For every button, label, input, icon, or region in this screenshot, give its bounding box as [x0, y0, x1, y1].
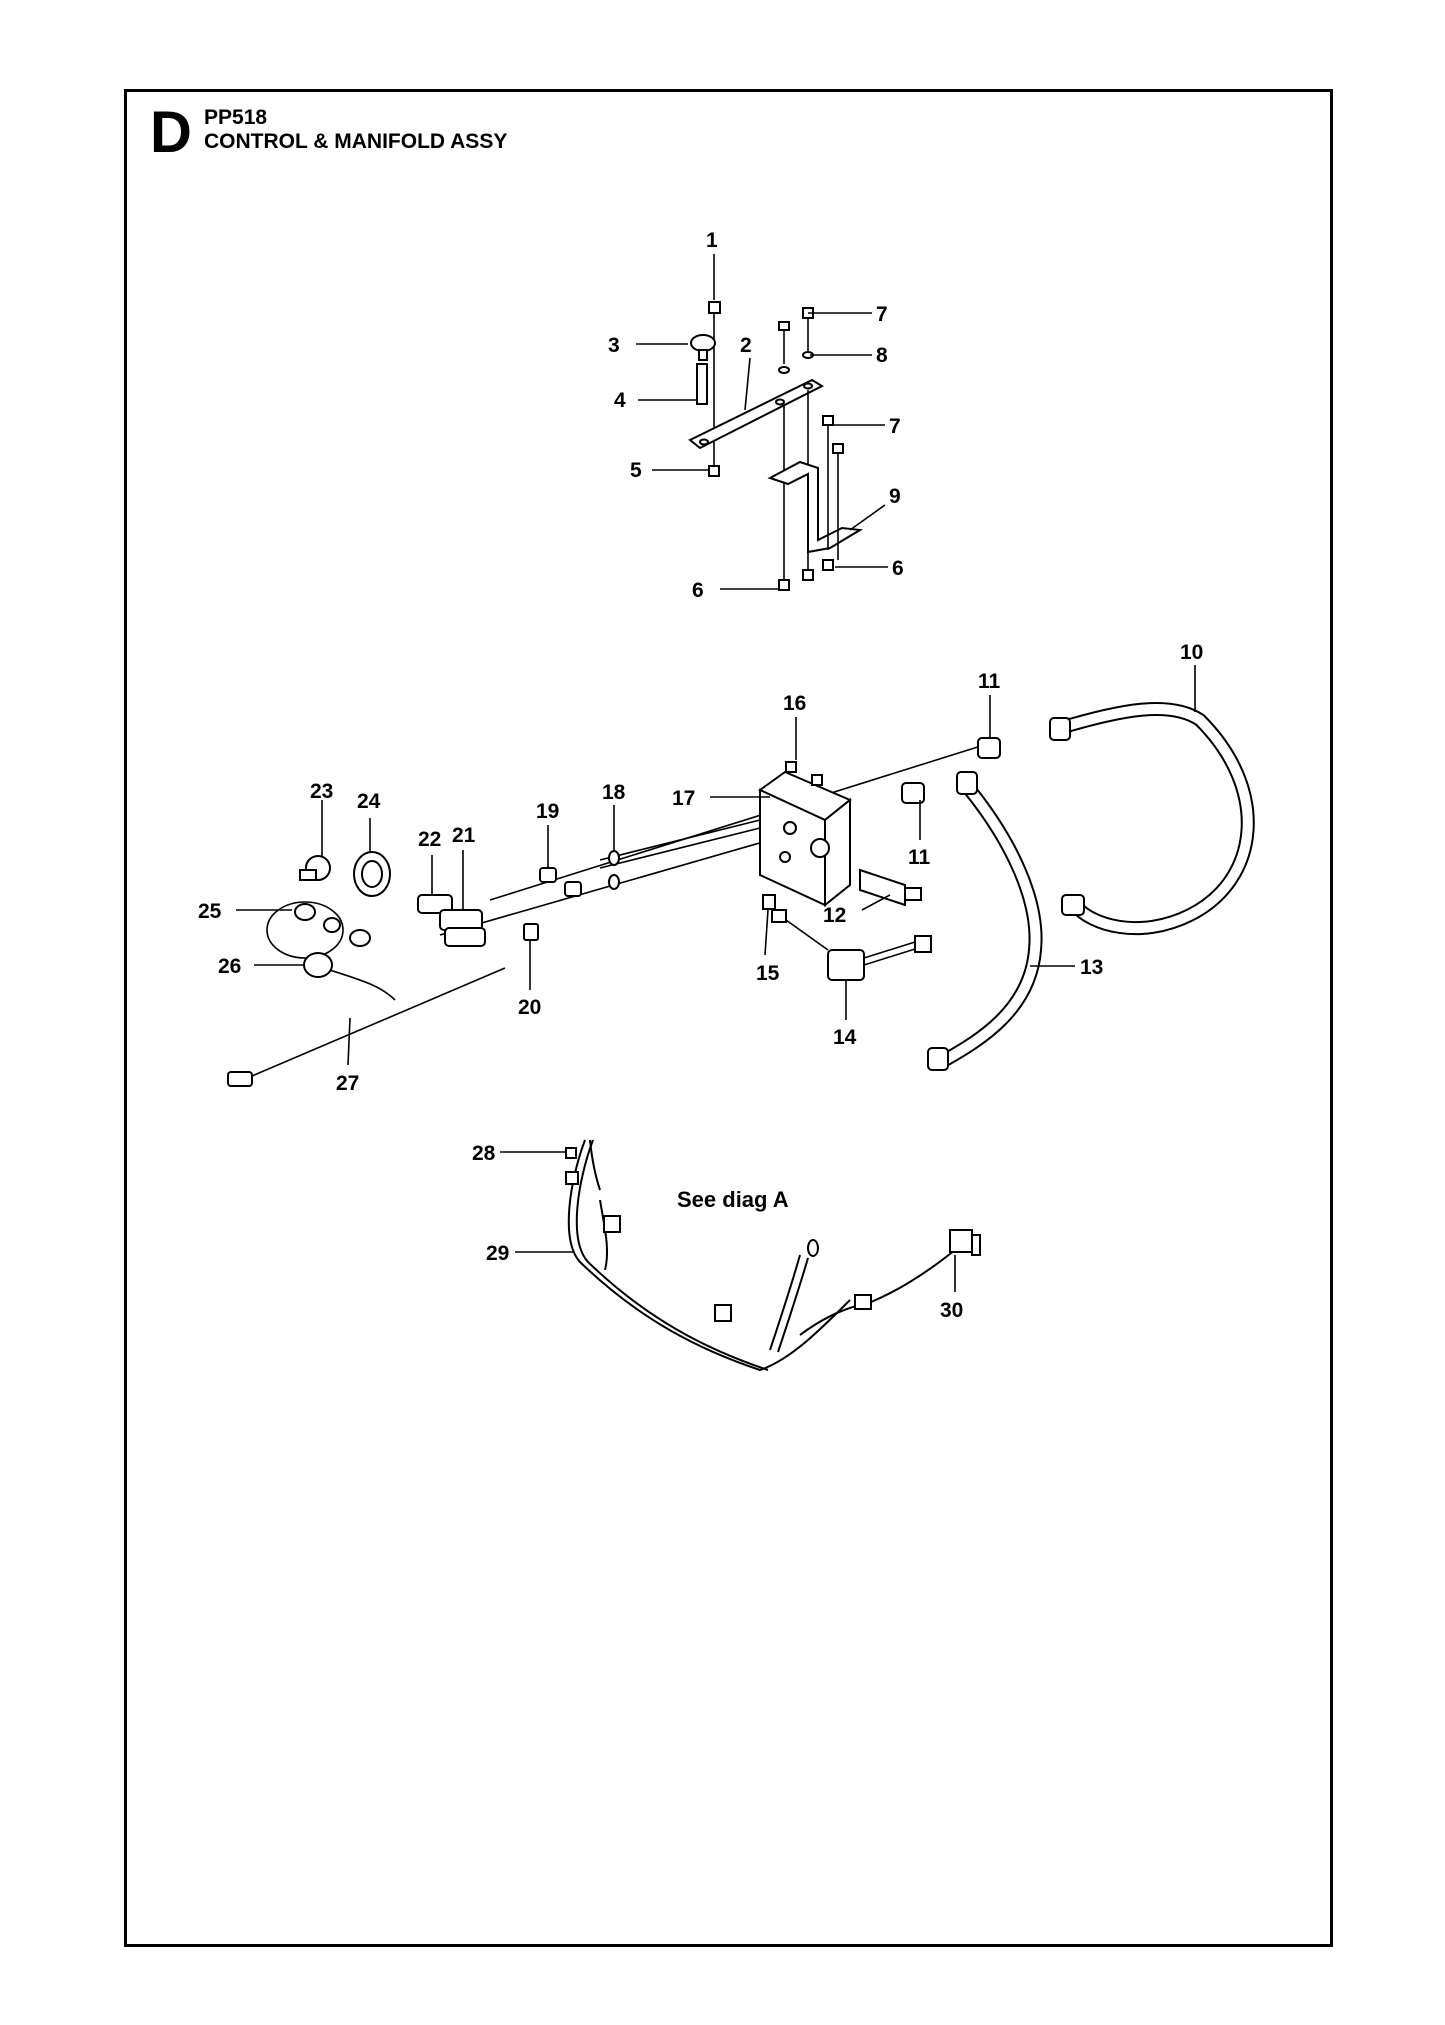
plug-part — [811, 774, 823, 786]
knob-part — [690, 334, 716, 352]
callout: 20 — [518, 996, 541, 1019]
lever-plate — [688, 378, 825, 450]
callout: 17 — [672, 787, 695, 810]
callout: 15 — [756, 962, 780, 985]
callout: 29 — [486, 1242, 509, 1265]
manifold-block-side — [824, 797, 851, 908]
callout: 7 — [876, 303, 888, 326]
callout: 9 — [889, 485, 901, 508]
hose-fitting — [927, 1047, 949, 1071]
callout: 25 — [198, 900, 222, 923]
section-letter: D — [150, 100, 192, 165]
callout: 24 — [357, 790, 381, 813]
mounting-bracket — [767, 460, 864, 554]
see-diagram-note: See diag A — [677, 1187, 789, 1212]
cable-connector — [227, 1071, 253, 1087]
lever-assembly — [688, 301, 864, 591]
callout: 28 — [472, 1142, 496, 1165]
nut-part — [778, 579, 790, 591]
washer-part — [778, 366, 790, 374]
valve-body — [859, 868, 906, 907]
callout: 6 — [692, 579, 704, 602]
bolt-part — [778, 321, 790, 331]
callout: 5 — [630, 459, 642, 482]
wiring-harness — [565, 1139, 981, 1372]
model-code: PP518 — [204, 106, 268, 129]
callout: 22 — [418, 828, 441, 851]
drawing-frame — [124, 89, 1333, 1947]
manifold-assembly — [417, 701, 1255, 1071]
callout: 14 — [833, 1026, 857, 1049]
harness-connector — [603, 1215, 621, 1233]
plug-part — [785, 761, 797, 773]
callout: 26 — [218, 955, 241, 978]
coupler-part — [444, 927, 486, 947]
harness-connector — [854, 1294, 872, 1310]
hose-fitting — [1061, 894, 1085, 916]
callout: 18 — [602, 781, 626, 804]
lanyard-ring — [266, 901, 344, 959]
knob-stem — [698, 349, 708, 361]
callout: 21 — [452, 824, 476, 847]
relay-part — [949, 1229, 973, 1253]
hose-fitting — [956, 771, 978, 795]
fitting-part — [901, 782, 925, 804]
tube-part — [608, 874, 620, 890]
elbow-part — [762, 894, 776, 910]
hose-fitting — [1049, 717, 1071, 741]
nut-part — [708, 465, 720, 477]
coupler-part — [417, 894, 453, 914]
callouts: 1 2 3 4 5 6 7 8 7 9 6 10 11 11 12 13 14 … — [198, 229, 1203, 1322]
solenoid-part — [827, 949, 865, 981]
switch-part — [523, 923, 539, 941]
callout: 3 — [608, 334, 620, 357]
callout: 4 — [614, 389, 626, 412]
callout: 30 — [940, 1299, 963, 1322]
nut-part — [822, 559, 834, 571]
callout: 10 — [1180, 641, 1203, 664]
callout: 12 — [823, 904, 846, 927]
plug-cap — [303, 952, 333, 978]
hose-13 — [938, 783, 1043, 1067]
left-parts — [227, 851, 506, 1087]
callout: 16 — [783, 692, 806, 715]
callout: 13 — [1080, 956, 1103, 979]
assembly-title: CONTROL & MANIFOLD ASSY — [204, 130, 508, 153]
callout: 11 — [978, 670, 1001, 693]
callout: 27 — [336, 1072, 359, 1095]
cable-27 — [244, 967, 506, 1080]
callout: 11 — [908, 846, 931, 869]
callout: 8 — [876, 344, 888, 367]
callout: 6 — [892, 557, 904, 580]
harness-main — [567, 1139, 851, 1372]
terminal-part — [565, 1147, 577, 1159]
tube-part — [608, 850, 620, 866]
fitting-part — [977, 737, 1001, 759]
callout: 7 — [889, 415, 901, 438]
nut-part — [802, 569, 814, 581]
callout: 1 — [706, 229, 718, 252]
callout: 19 — [536, 800, 559, 823]
fitting-part — [564, 881, 582, 897]
nut-part — [708, 301, 721, 314]
harness-connector — [714, 1304, 732, 1322]
callout: 23 — [310, 780, 333, 803]
bolt-part — [822, 415, 834, 426]
spacer-sleeve — [696, 363, 708, 405]
bolt-part — [832, 443, 844, 454]
callout: 2 — [740, 334, 752, 357]
fitting-part — [539, 867, 557, 883]
